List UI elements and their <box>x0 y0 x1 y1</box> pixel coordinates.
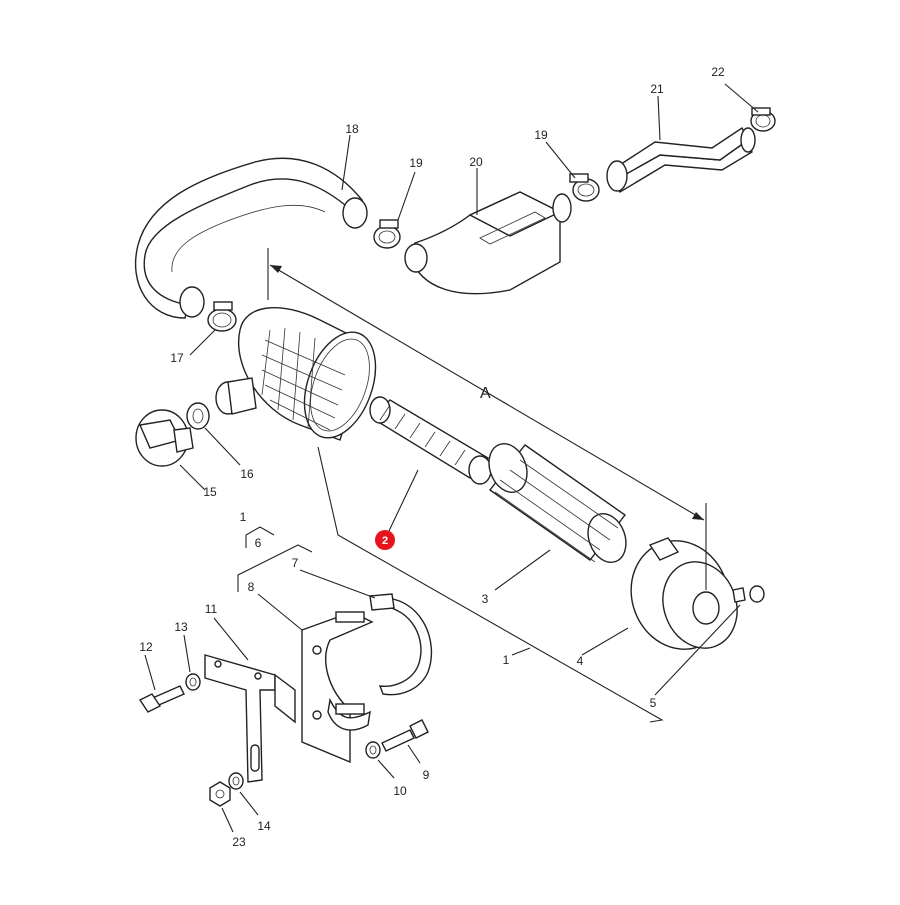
callout-13: 13 <box>174 620 188 634</box>
bracket-11 <box>204 654 296 783</box>
callout-17: 17 <box>170 351 184 365</box>
clamp-19-right <box>569 173 600 202</box>
bolt-9 <box>381 719 429 752</box>
callout-16: 16 <box>240 467 254 481</box>
callout-1-upper: 1 <box>240 510 247 524</box>
callout-7: 7 <box>292 556 299 570</box>
dimension-a: A <box>267 248 707 590</box>
clamp-17 <box>207 301 237 332</box>
safety-filter-2 <box>369 396 492 485</box>
callout-6: 6 <box>255 536 262 550</box>
callout-23: 23 <box>232 835 246 849</box>
callout-5: 5 <box>650 696 657 710</box>
callout-19-left: 19 <box>409 156 423 170</box>
highlight-callout-2 <box>375 530 395 550</box>
washer-13 <box>185 673 201 691</box>
washer-10 <box>365 741 381 759</box>
elbow-intake-20 <box>404 191 572 295</box>
hose-18 <box>134 157 368 319</box>
end-cover-4 <box>630 537 746 650</box>
dimension-label-a: A <box>480 385 491 402</box>
callout-3: 3 <box>482 592 489 606</box>
washer-16 <box>186 402 210 430</box>
callout-19-right: 19 <box>534 128 548 142</box>
hose-21 <box>606 126 756 193</box>
callout-21: 21 <box>650 82 664 96</box>
clamp-19-left <box>373 219 401 249</box>
nut-23 <box>209 781 231 807</box>
callout-20: 20 <box>469 155 483 169</box>
leader-lines <box>144 83 759 833</box>
filter-housing <box>215 307 377 441</box>
callout-1-lower: 1 <box>503 653 510 667</box>
bracket-8 <box>301 611 374 764</box>
callout-12: 12 <box>139 640 153 654</box>
washer-14 <box>228 772 244 790</box>
strap-band-7 <box>369 593 433 696</box>
seal-ring-5 <box>749 585 765 603</box>
callout-10: 10 <box>393 784 407 798</box>
callout-9: 9 <box>423 768 430 782</box>
callout-labels: 18 19 20 19 21 22 17 15 16 2 3 4 5 1 1 6… <box>139 65 725 849</box>
callout-14: 14 <box>257 819 271 833</box>
callout-11: 11 <box>205 602 218 616</box>
clamp-22 <box>750 107 776 132</box>
bolt-12 <box>138 685 185 713</box>
callout-15: 15 <box>203 485 217 499</box>
callout-4: 4 <box>577 654 584 668</box>
main-filter-3 <box>488 443 627 563</box>
callout-2: 2 <box>382 535 388 547</box>
callout-18: 18 <box>345 122 359 136</box>
callout-22: 22 <box>711 65 725 79</box>
callout-8: 8 <box>248 580 255 594</box>
cap-15 <box>135 409 194 467</box>
